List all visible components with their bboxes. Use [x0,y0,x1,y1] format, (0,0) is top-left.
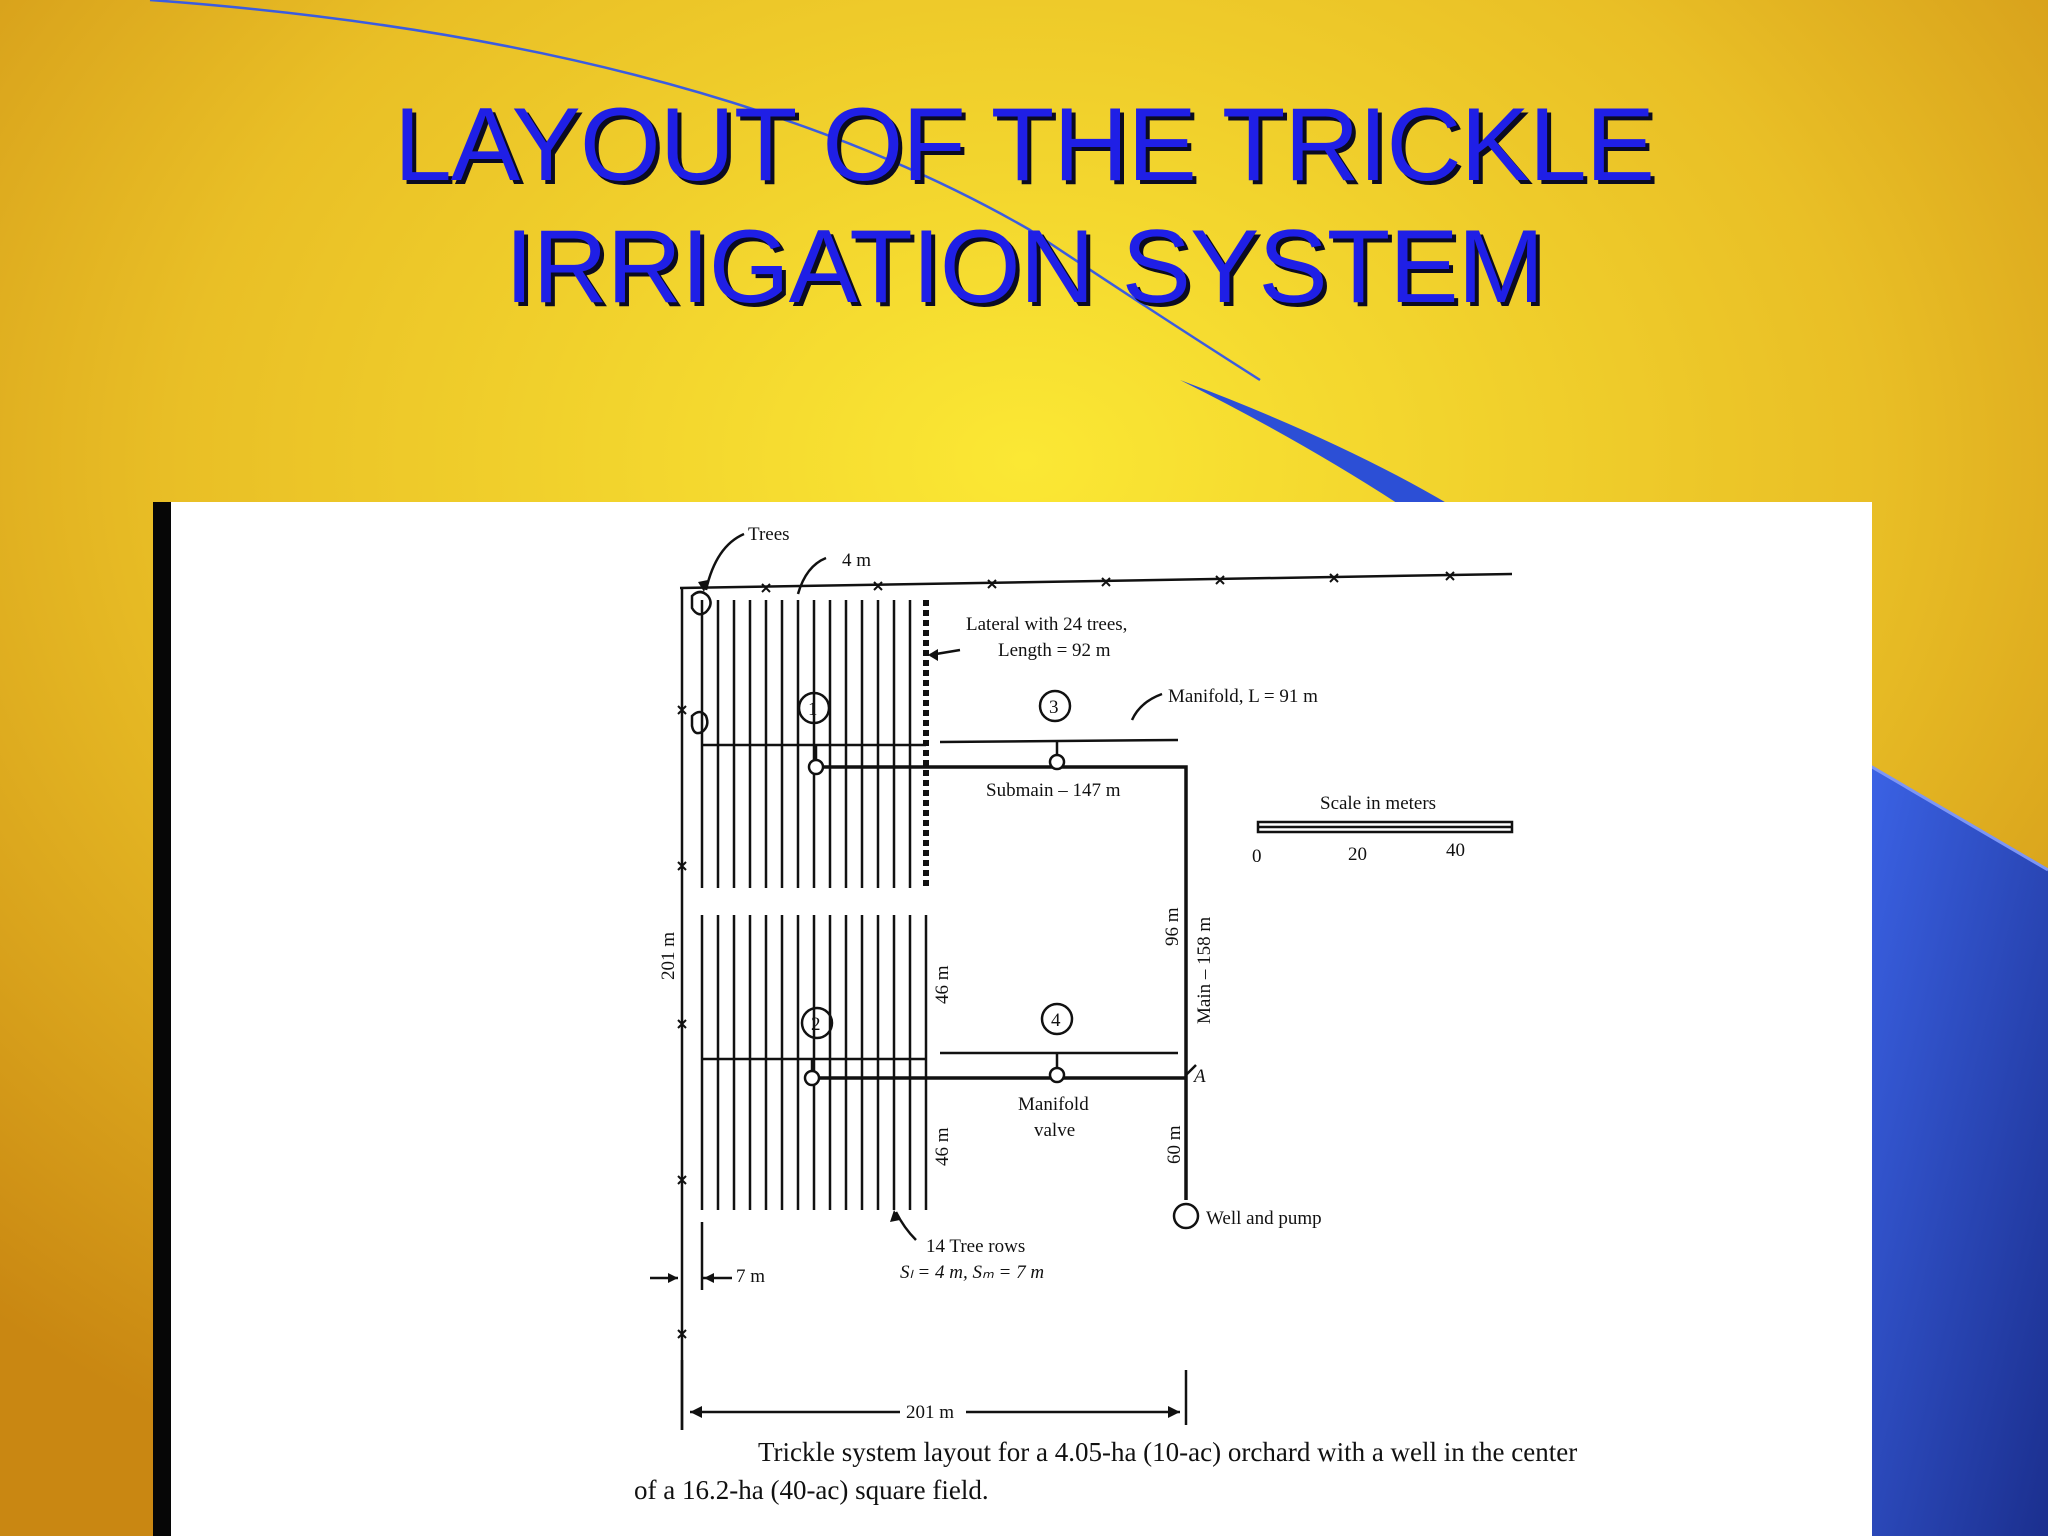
well-label: Well and pump [1206,1208,1322,1229]
tree-markers [677,571,1455,1339]
node-3-label: 3 [1049,697,1059,718]
lower-main-label: 60 m [1164,1125,1185,1164]
lateral-label-line2: Length = 92 m [998,640,1111,661]
field-top-boundary [679,572,1513,590]
panel-left-border [153,502,171,1536]
lateral-label-line1: Lateral with 24 trees, [966,614,1127,635]
manifold-offset-label: 7 m [736,1266,765,1287]
title-line-2: IRRIGATION SYSTEM [504,209,1545,325]
manifold-valve-line2: valve [1034,1120,1075,1141]
node-1-label: 1 [808,699,818,720]
block-46-lower-label: 46 m [932,1127,953,1166]
block-46-upper-label: 46 m [932,965,953,1004]
submain-and-main [818,765,1188,1200]
main-length-label: Main – 158 m [1194,917,1215,1024]
scale-tick-40: 40 [1446,840,1465,861]
point-a-label: A [1192,1066,1206,1087]
submain-label: Submain – 147 m [986,780,1121,801]
scale-tick-0: 0 [1252,846,1262,867]
field-width-label: 201 m [906,1402,954,1423]
scale-title: Scale in meters [1320,793,1436,814]
manifold-label: Manifold, L = 91 m [1168,686,1318,707]
diagram-panel [153,502,1872,1536]
caption-line-1: Trickle system layout for a 4.05-ha (10-… [758,1437,1578,1467]
slide-title: LAYOUT OF THE TRICKLE IRRIGATION SYSTEM [0,84,2048,328]
trees-label: Trees [748,524,790,545]
tree-rows-line1: 14 Tree rows [926,1236,1025,1257]
caption-line-2: of a 16.2-ha (40-ac) square field. [634,1475,989,1505]
node-4-label: 4 [1051,1010,1061,1031]
title-line-1: LAYOUT OF THE TRICKLE [393,87,1655,203]
manifold-3 [939,738,1179,744]
tree-spacing-label: 4 m [842,550,871,571]
lower-laterals [700,915,928,1210]
node-2-label: 2 [811,1014,821,1035]
scale-tick-20: 20 [1348,844,1367,865]
field-height-label: 201 m [658,932,679,980]
tree-rows-line2: Sₗ = 4 m, Sₘ = 7 m [900,1262,1044,1283]
manifold-valve-line1: Manifold [1018,1094,1089,1115]
upper-block-label: 96 m [1162,907,1183,946]
